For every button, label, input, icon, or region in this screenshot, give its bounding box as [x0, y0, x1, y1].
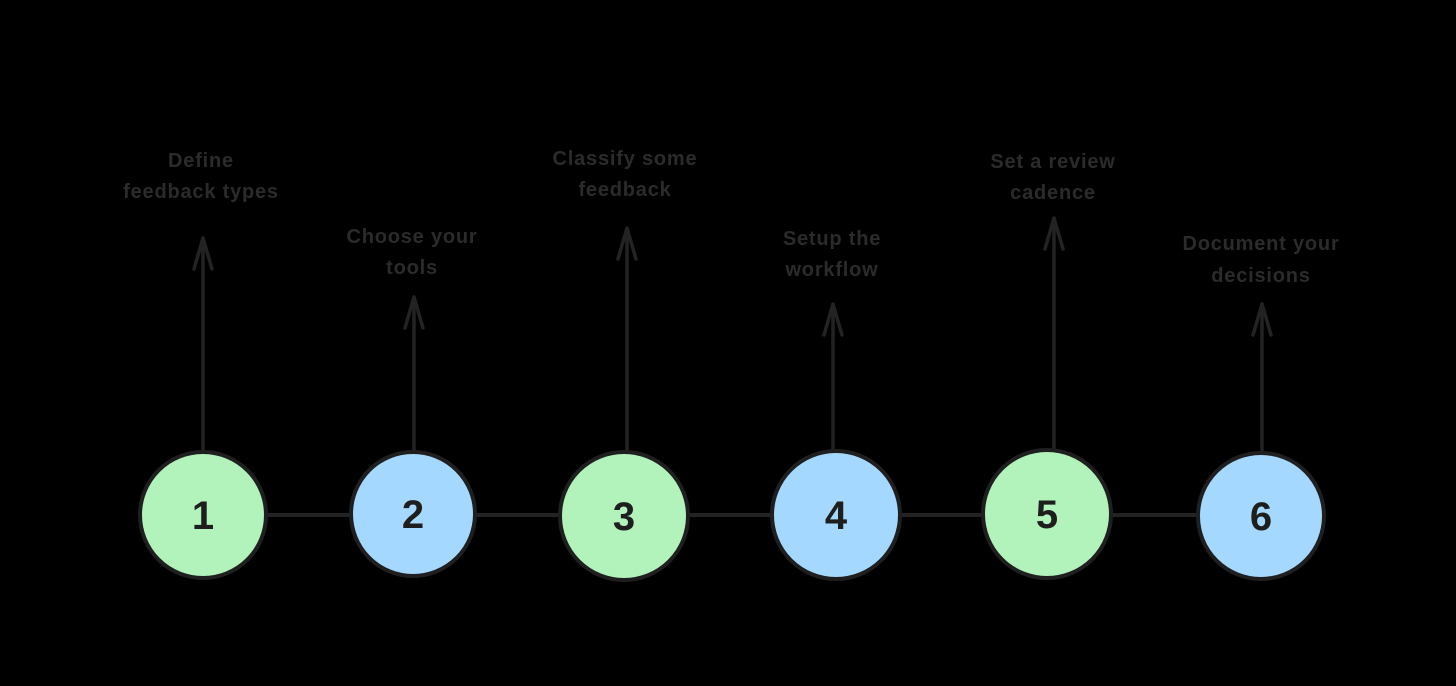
step-label-line: Classify some [553, 148, 698, 170]
step-number: 3 [613, 495, 635, 539]
step-group-6: Document your decisions 6 [1182, 233, 1339, 581]
step-label-line: workflow [784, 259, 878, 281]
up-arrow-icon [616, 226, 638, 454]
step-number: 1 [192, 494, 214, 538]
step-circle [558, 450, 690, 582]
step-label-line: feedback types [123, 181, 279, 203]
step-number: 2 [402, 493, 424, 537]
step-number: 5 [1036, 493, 1058, 537]
step-circle [138, 450, 268, 580]
up-arrow-icon [192, 236, 214, 458]
step-number: 6 [1250, 495, 1272, 539]
up-arrow-icon [1043, 216, 1065, 450]
step-circle [1196, 451, 1326, 581]
up-arrow-icon [403, 295, 425, 452]
step-label-line: Set a review [990, 151, 1115, 173]
step-group-1: Define feedback types 1 [123, 150, 279, 580]
step-group-2: Choose your tools 2 [346, 226, 477, 578]
step-label-line: Setup the [783, 228, 881, 250]
step-label-line: feedback [578, 179, 671, 201]
step-number: 4 [825, 494, 848, 538]
up-arrow-icon [822, 302, 844, 452]
step-circle [981, 448, 1113, 580]
step-label-line: Choose your [346, 226, 477, 248]
step-label-line: tools [386, 257, 438, 279]
step-label-line: Document your [1182, 233, 1339, 255]
step-label-line: decisions [1211, 265, 1310, 287]
step-label-line: Define [168, 150, 234, 172]
step-circle [770, 449, 902, 581]
step-circle [349, 450, 477, 578]
step-label-line: cadence [1010, 182, 1096, 204]
up-arrow-icon [1251, 302, 1273, 452]
step-group-5: Set a review cadence 5 [981, 151, 1115, 580]
step-group-3: Classify some feedback 3 [553, 148, 698, 582]
step-group-4: Setup the workflow 4 [770, 228, 902, 581]
